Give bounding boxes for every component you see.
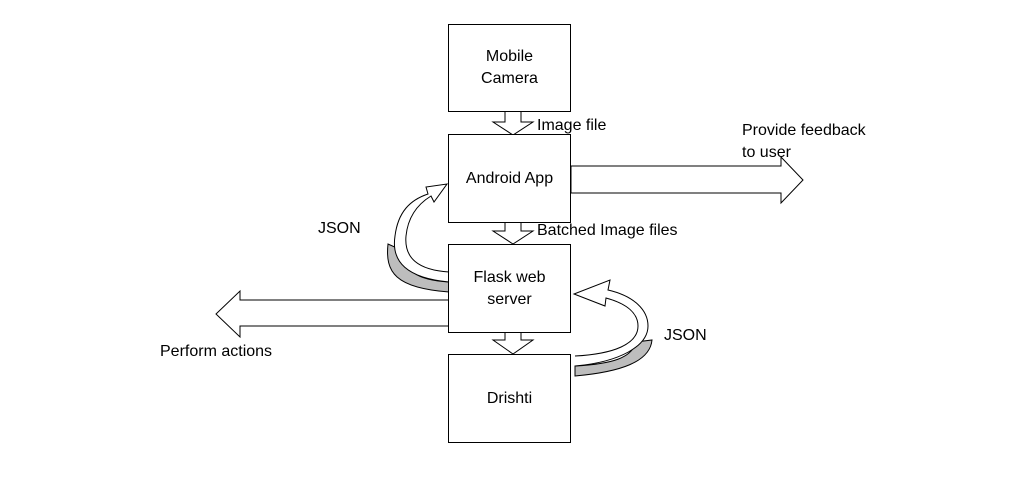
arrow-perform-actions: [215, 289, 450, 339]
arrow-flask-to-drishti: [491, 331, 535, 355]
mobile-camera-label: Mobile Camera: [481, 48, 538, 87]
flask-server-node: Flask web server: [448, 244, 571, 333]
drishti-label: Drishti: [486, 389, 533, 407]
flask-server-label: Flask web server: [473, 268, 546, 308]
arrow-camera-to-app: [491, 110, 535, 136]
json-left-label: JSON: [318, 220, 361, 237]
feedback-label-line2: to user: [742, 144, 791, 161]
image-file-label: Image file: [537, 117, 607, 134]
android-app-node: Android App: [448, 134, 571, 223]
drishti-node: Drishti: [448, 354, 571, 443]
json-curved-arrow-left: [387, 183, 450, 293]
json-curved-arrow-right: [572, 279, 653, 377]
json-right-label: JSON: [664, 327, 707, 344]
batched-image-files-label: Batched Image files: [537, 222, 678, 239]
perform-actions-label: Perform actions: [160, 343, 273, 360]
mobile-camera-node: Mobile Camera: [448, 24, 571, 112]
arrow-feedback: [570, 155, 804, 205]
android-app-label: Android App: [465, 169, 554, 187]
arrow-app-to-flask: [491, 221, 535, 245]
feedback-label-line1: Provide feedback: [742, 122, 866, 139]
